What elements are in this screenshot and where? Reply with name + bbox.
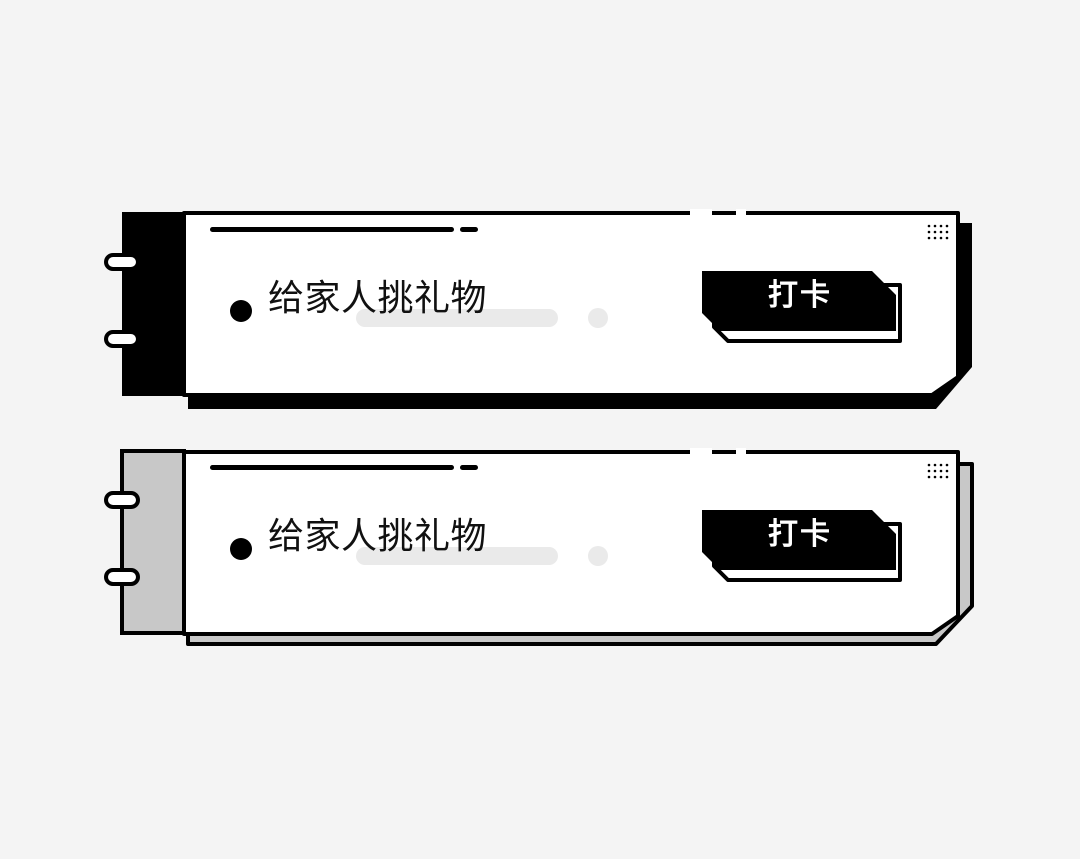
edge-gap-1 (690, 448, 712, 457)
task-title: 给家人挑礼物 (268, 516, 488, 557)
top-line-short (460, 465, 478, 470)
card-spine (120, 449, 186, 635)
placeholder-bar (356, 547, 558, 565)
task-card-frame (104, 448, 974, 646)
dot-grid-icon (927, 224, 949, 240)
card-body (182, 450, 960, 636)
card-body (182, 211, 960, 397)
edge-gap-2 (736, 448, 746, 457)
top-line-short (460, 227, 478, 232)
task-card-light: 给家人挑礼物 打卡 (100, 444, 990, 646)
binder-ring-icon (104, 253, 140, 271)
placeholder-dot (588, 546, 608, 566)
placeholder-bar (356, 309, 558, 327)
checkin-button[interactable]: 打卡 (768, 517, 832, 552)
bullet-dot-icon (230, 538, 252, 560)
placeholder-dot (588, 308, 608, 328)
task-card-frame (104, 209, 972, 409)
card-spine (122, 212, 186, 396)
checkin-button-face (702, 271, 896, 331)
task-title: 给家人挑礼物 (268, 278, 488, 319)
top-line-long (210, 465, 454, 470)
checkin-button-face (702, 510, 896, 570)
top-line-long (210, 227, 454, 232)
task-card-dark: 给家人挑礼物 打卡 (100, 205, 990, 409)
binder-ring-icon (104, 491, 140, 509)
binder-ring-icon (104, 330, 140, 348)
binder-ring-icon (104, 568, 140, 586)
edge-gap-1 (690, 209, 712, 218)
dot-grid-icon (927, 463, 949, 479)
edge-gap-2 (736, 209, 746, 218)
checkin-button[interactable]: 打卡 (768, 278, 832, 313)
bullet-dot-icon (230, 300, 252, 322)
